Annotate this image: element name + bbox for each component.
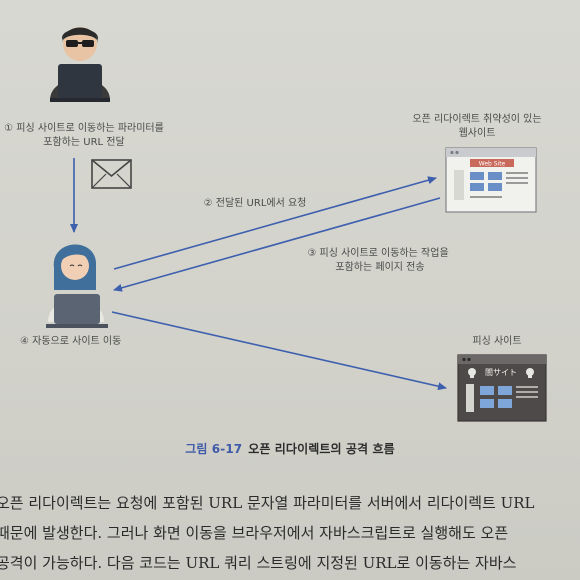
phishing-window-title: 闇サイト — [485, 368, 517, 377]
figure-caption: 그림 6-17 오픈 리다이렉트의 공격 흐름 — [0, 440, 580, 457]
step1-label-line2: 포함하는 URL 전달 — [43, 135, 124, 148]
skull-icon — [468, 368, 534, 378]
victim-icon — [46, 244, 108, 328]
step4-label: ④ 자동으로 사이트 이동 — [20, 335, 121, 347]
website-window-title: Web Site — [479, 161, 506, 168]
body-paragraph: 오픈 리다이렉트는 요청에 포함된 URL 문자열 파라미터를 서버에서 리다이… — [0, 488, 580, 578]
phishing-website-window: 闇サイト — [457, 354, 547, 422]
body-line-1: 오픈 리다이렉트는 요청에 포함된 URL 문자열 파라미터를 서버에서 리다이… — [0, 494, 535, 512]
vulnerable-site-label-line1: 오픈 리다이렉트 취약성이 있는 — [412, 113, 541, 125]
open-redirect-diagram: ① 피싱 사이트로 이동하는 파라미터를 포함하는 URL 전달 ④ 자동으로 … — [4, 27, 547, 422]
arrow-step2 — [113, 176, 437, 270]
figure-number: 그림 6-17 — [185, 442, 243, 456]
attacker-icon — [50, 27, 110, 102]
body-line-2: 때문에 발생한다. 그러나 화면 이동을 브라우저에서 자바스크립트로 실행해도… — [0, 524, 509, 542]
phishing-site-label: 피싱 사이트 — [472, 335, 521, 347]
step3-label-line2: 포함하는 페이지 전송 — [335, 260, 424, 273]
step3-label-line1: ③ 피싱 사이트로 이동하는 작업을 — [307, 246, 448, 259]
arrow-step4 — [111, 311, 447, 391]
vulnerable-site-label-line2: 웹사이트 — [459, 127, 496, 139]
arrow-step3 — [113, 197, 441, 292]
body-line-3: 공격이 가능하다. 다음 코드는 URL 쿼리 스트링에 지정된 URL로 이동… — [0, 554, 517, 572]
step1-label-line1: ① 피싱 사이트로 이동하는 파라미터를 — [4, 121, 164, 134]
vulnerable-website-window: Web Site — [445, 147, 537, 213]
figure-title: 오픈 리다이렉트의 공격 흐름 — [248, 442, 395, 456]
step2-label: ② 전달된 URL에서 요청 — [204, 197, 307, 209]
envelope-icon — [91, 159, 132, 189]
